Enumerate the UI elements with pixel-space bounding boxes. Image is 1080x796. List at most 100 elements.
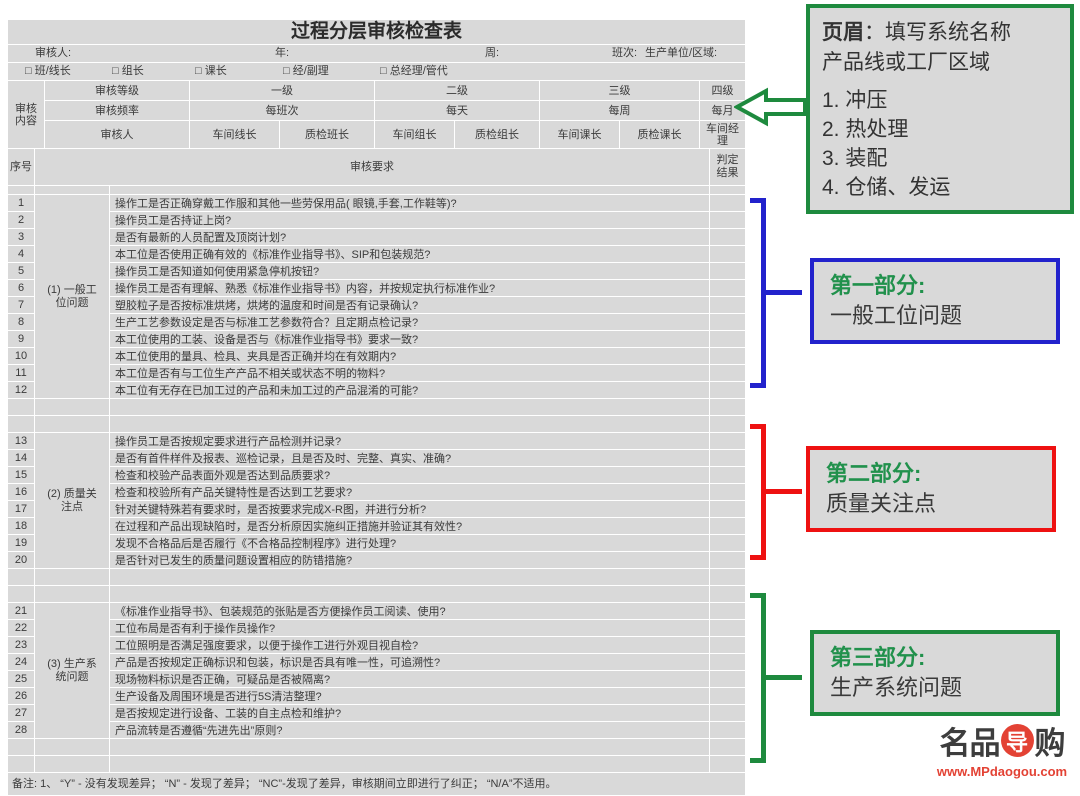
requirement-cell: 《标准作业指导书》、包装规范的张贴是否方便操作员工阅读、使用? [110, 603, 709, 619]
result-cell[interactable] [710, 671, 745, 687]
checkbox-section-chief[interactable]: □ 课长 [195, 65, 227, 77]
spacer-cell [110, 756, 709, 772]
requirement-cell: 塑胶粒子是否按标准烘烤，烘烤的温度和时间是否有记录确认? [110, 297, 709, 313]
logo-chars-right: 购 [1034, 726, 1066, 761]
level-4: 四级 [700, 81, 745, 100]
spacer-cell [35, 756, 109, 772]
result-cell[interactable] [710, 535, 745, 551]
spacer-cell [110, 569, 709, 585]
requirement-cell: 操作员工是否知道如何使用紧急停机按钮? [110, 263, 709, 279]
auditor-field-label: 审核人: [35, 47, 72, 59]
result-cell[interactable] [710, 263, 745, 279]
note-item-stamping: 1. 冲压 [822, 89, 888, 112]
auditor-4: 质检组长 [455, 121, 539, 148]
remark-row: 备注: 1、 “Y” - 没有发现差异； “N” - 发现了差异； “NC”-发… [8, 773, 745, 795]
checkbox-shift-line-leader[interactable]: □ 班/线长 [25, 65, 71, 77]
note-item-heat-treat: 2. 热处理 [822, 118, 909, 141]
result-cell[interactable] [710, 348, 745, 364]
result-cell[interactable] [710, 688, 745, 704]
level-1: 一级 [190, 81, 374, 100]
note-item-assembly: 3. 装配 [822, 147, 888, 170]
row-number-cell: 18 [8, 518, 34, 534]
result-cell[interactable] [710, 246, 745, 262]
shift-field-label: 班次: [612, 47, 638, 59]
part1-title: 第一部分: [830, 273, 926, 298]
auditor-1: 车间线长 [190, 121, 279, 148]
spacer-cell [35, 586, 109, 602]
row-number-cell: 1 [8, 195, 34, 211]
checkbox-general-manager[interactable]: □ 总经理/管代 [380, 65, 448, 77]
part3-bracket [750, 593, 802, 763]
result-cell[interactable] [710, 637, 745, 653]
result-cell[interactable] [710, 722, 745, 738]
requirement-cell: 是否有最新的人员配置及顶岗计划? [110, 229, 709, 245]
requirement-cell: 本工位有无存在已加工过的产品和未加工过的产品混淆的可能? [110, 382, 709, 398]
result-cell[interactable] [710, 467, 745, 483]
part1-text: 一般工位问题 [830, 303, 963, 328]
freq-3: 每周 [540, 101, 699, 120]
requirement-cell: 产品是否按规定正确标识和包装，标识是否具有唯一性，可追溯性? [110, 654, 709, 670]
requirement-cell: 本工位使用的量具、检具、夹具是否正确并均在有效期内? [110, 348, 709, 364]
spacer-cell [110, 586, 709, 602]
result-cell[interactable] [710, 331, 745, 347]
result-cell[interactable] [710, 654, 745, 670]
header-note-label: 页眉 [822, 21, 864, 44]
checkbox-manager[interactable]: □ 经/副理 [283, 65, 329, 77]
spacer-cell [710, 756, 745, 772]
row-number-cell: 14 [8, 450, 34, 466]
header-note-box: 页眉：填写系统名称 产品线或工厂区域 1. 冲压 2. 热处理 3. 装配 4.… [806, 4, 1074, 214]
category-cell: (2) 质量关注点 [35, 433, 109, 568]
requirement-cell: 是否针对已发生的质量问题设置相应的防错措施? [110, 552, 709, 568]
year-field-label: 年: [275, 47, 290, 59]
result-cell[interactable] [710, 518, 745, 534]
column-requirement-header: 审核要求 [35, 149, 709, 185]
auditor-7: 车间经理 [700, 121, 745, 148]
note-item-warehouse: 4. 仓储、发运 [822, 176, 951, 199]
requirement-cell: 生产设备及周围环境是否进行5S清洁整理? [110, 688, 709, 704]
spacer-cell [110, 416, 709, 432]
result-cell[interactable] [710, 365, 745, 381]
row-number-cell: 25 [8, 671, 34, 687]
requirement-cell: 本工位是否有与工位生产产品不相关或状态不明的物料? [110, 365, 709, 381]
requirement-cell: 本工位是否使用正确有效的《标准作业指导书》、SIP和包装规范? [110, 246, 709, 262]
freq-4: 每月 [700, 101, 745, 120]
result-cell[interactable] [710, 212, 745, 228]
result-cell[interactable] [710, 620, 745, 636]
level-2: 二级 [375, 81, 539, 100]
result-cell[interactable] [710, 195, 745, 211]
audit-frequency-label: 审核频率 [45, 101, 189, 120]
checkbox-group-leader[interactable]: □ 组长 [112, 65, 144, 77]
part1-bracket [750, 198, 802, 388]
result-cell[interactable] [710, 297, 745, 313]
logo-ball-icon: 导 [1000, 724, 1034, 757]
result-cell[interactable] [710, 603, 745, 619]
result-cell[interactable] [710, 280, 745, 296]
requirement-cell: 针对关键特殊若有要求时，是否按要求完成X-R图，并进行分析? [110, 501, 709, 517]
spacer-cell [710, 586, 745, 602]
week-field-label: 周: [485, 47, 500, 59]
requirement-cell: 生产工艺参数设定是否与标准工艺参数符合？且定期点检记录? [110, 314, 709, 330]
result-cell[interactable] [710, 552, 745, 568]
spacer-cell [8, 756, 34, 772]
watermark-logo: 名品 导 购 www.MPdaogou.com [928, 718, 1076, 779]
row-number-cell: 13 [8, 433, 34, 449]
result-cell[interactable] [710, 705, 745, 721]
result-cell[interactable] [710, 484, 745, 500]
result-cell[interactable] [710, 314, 745, 330]
result-cell[interactable] [710, 433, 745, 449]
row-number-cell: 8 [8, 314, 34, 330]
spacer-cell [35, 739, 109, 755]
row-number-cell: 5 [8, 263, 34, 279]
audit-level-label: 审核等级 [45, 81, 189, 100]
result-cell[interactable] [710, 229, 745, 245]
spacer-cell [8, 569, 34, 585]
part2-bracket [750, 424, 802, 560]
spacer-cell [110, 399, 709, 415]
part2-box: 第二部分: 质量关注点 [806, 446, 1056, 532]
result-cell[interactable] [710, 450, 745, 466]
column-header-row: 序号 审核要求 判定结果 [8, 149, 745, 185]
result-cell[interactable] [710, 382, 745, 398]
requirement-cell: 操作员工是否按规定要求进行产品检测并记录? [110, 433, 709, 449]
column-result-header: 判定结果 [710, 149, 745, 185]
result-cell[interactable] [710, 501, 745, 517]
